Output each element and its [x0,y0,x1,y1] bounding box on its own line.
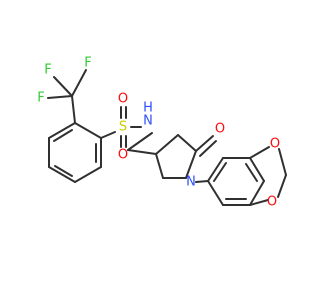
bonds [47,69,287,206]
bond-c-f2 [71,69,87,97]
atom-n-ring: N [186,175,196,190]
bond-c-f3 [47,95,73,99]
bond-diox-a [249,146,270,159]
atom-o-bottom: O [118,148,128,163]
bond-pyr-c [185,150,197,179]
bond-co-1 [195,135,214,152]
molecule-structure: F F F S O O N H O N O O [37,56,287,210]
structure-canvas: F F F S O O N H O N O O [37,56,287,210]
bond-ring-inner-3 [53,129,73,142]
bond-pyr-e [155,153,164,179]
atom-f2: F [84,56,91,71]
atom-o-dioxole-bottom: O [267,195,277,210]
bond-bd-f [207,180,224,206]
bond-pyr-b [177,134,197,152]
bond-diox-c [277,174,287,198]
atom-o-dioxole-top: O [270,137,280,152]
bond-ring-c [74,166,102,183]
bond-c-f1 [53,76,73,97]
bond-n-aryl [195,180,209,183]
bond-diox-d [249,199,269,206]
bond-bd-d [249,180,265,206]
atom-s: S [119,120,127,135]
bond-co-2 [199,140,217,157]
bond-bd-inner-2 [245,163,258,182]
atom-h-amide: H [143,101,153,116]
bond-ring-f [48,122,76,139]
atom-n-amide: N [143,114,153,129]
bond-bd-c [249,157,265,182]
atom-f3: F [37,91,44,106]
bond-bd-a [207,157,224,182]
bond-bd-inner-1 [213,162,227,182]
atom-labels: F F F S O O N H O N O O [37,56,280,210]
bond-ring-d [48,166,76,183]
bond-cf3-ring [71,95,76,124]
bond-ring-a [74,122,102,139]
bond-diox-b [278,148,287,176]
atom-f1: F [44,63,51,78]
bond-ring-inner-2 [54,165,73,177]
atom-o-top: O [118,92,128,107]
bond-ch2-c [127,149,157,155]
bond-ring-s [100,131,116,139]
bond-pyr-a [155,134,179,155]
bond-n-ch2 [127,132,153,151]
atom-o-carbonyl: O [215,122,225,137]
